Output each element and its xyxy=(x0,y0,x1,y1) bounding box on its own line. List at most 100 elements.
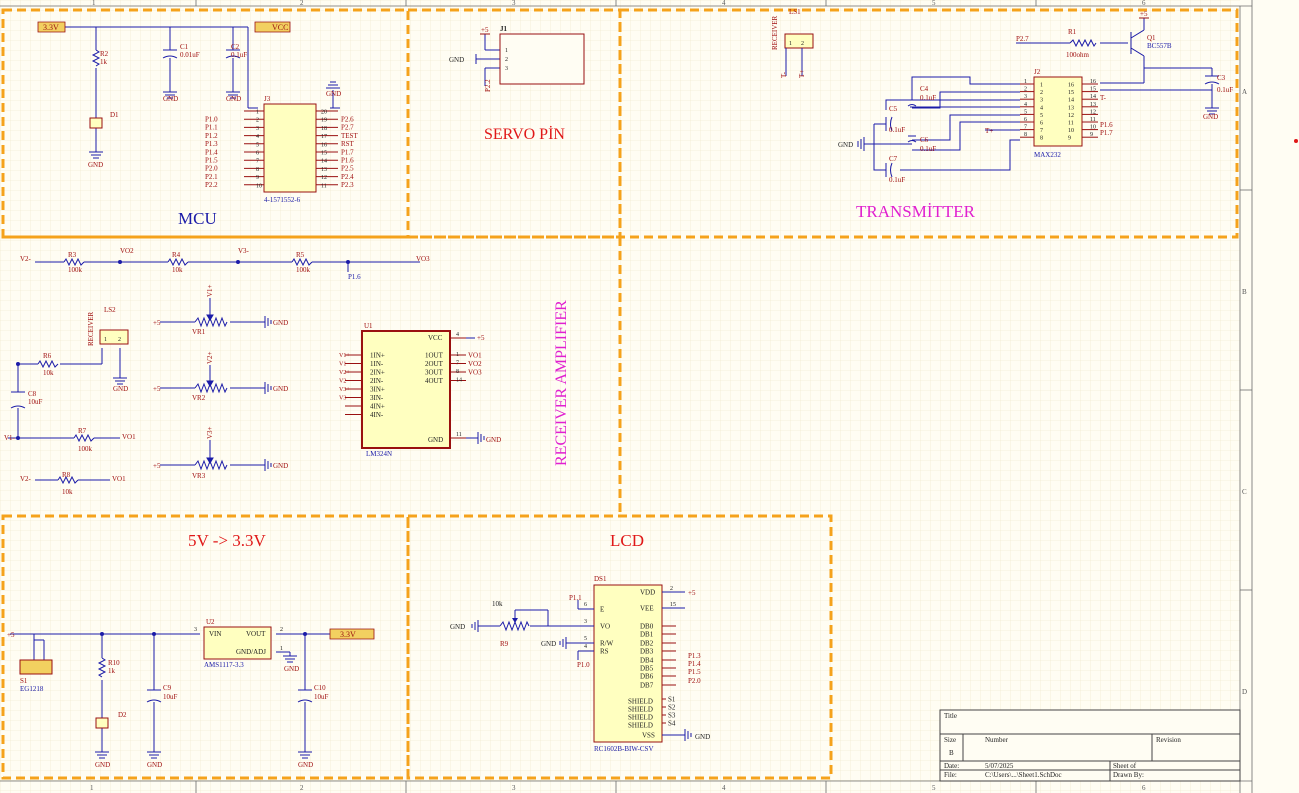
reg-out-port xyxy=(329,628,375,640)
j3-right-net: P1.7 xyxy=(341,148,354,156)
lcd-plus5: +5 xyxy=(688,589,696,597)
zone-right-c: C xyxy=(1242,488,1247,496)
j2-left-pin-label: 6 xyxy=(1040,121,1043,127)
vr3-ref: VR3 xyxy=(192,472,206,480)
vr1-plus5: +5 xyxy=(153,319,161,327)
j3-left-pin-num: 9 xyxy=(256,175,259,181)
j2-left-pin-label: 4 xyxy=(1040,105,1043,111)
j3-part: 4-1571552-6 xyxy=(264,196,301,204)
receiver-section: V2- R3 100k VO2 R4 10k V3- R5 100k P1.6 … xyxy=(4,247,501,496)
u1-right-pin-label: 2OUT xyxy=(425,360,444,368)
c9-val: 10uF xyxy=(163,693,178,701)
j3-left-pin-num: 10 xyxy=(256,183,262,189)
vr1-pot xyxy=(194,314,228,328)
lcd-gnd-rw: GND xyxy=(541,640,556,648)
zone-right-d: D xyxy=(1242,688,1247,696)
j3-left-net: P1.0 xyxy=(205,116,218,124)
j3-right-pin-num: 15 xyxy=(321,151,327,157)
lcd-rs-pin: 4 xyxy=(584,644,587,650)
c2-val: 0.1uF xyxy=(231,51,247,59)
j1-ref: J1 xyxy=(500,25,508,33)
lcd-pins: VDDVEEDB0DB1DB2DB3DB4DB5DB6DB7S1S2S3S4SH… xyxy=(600,589,676,740)
r2-resistor xyxy=(91,49,101,67)
c1-ref: C1 xyxy=(180,43,189,51)
section-title-regulator: 5V -> 3.3V xyxy=(188,531,266,550)
j2-right-pin-num: 16 xyxy=(1090,79,1096,85)
ls1-pin2: 2 xyxy=(801,41,804,47)
rx-vo2: VO2 xyxy=(120,247,134,255)
regulator-section: +5 S1 EG1218 R10 1k D2 C9 10uF U2 AMS111… xyxy=(7,618,375,769)
reg-gnd-u2: GND xyxy=(284,665,299,673)
zone-top-3: 3 xyxy=(512,0,516,7)
j3-left-net: P2.1 xyxy=(205,173,218,181)
u1-right-pin-label: 1OUT xyxy=(425,352,444,360)
rx-vo1-a: VO1 xyxy=(122,433,136,441)
u1-left-pin-label: 4IN- xyxy=(370,411,384,419)
u2-ref: U2 xyxy=(206,618,215,626)
section-title-servo: SERVO PİN xyxy=(484,125,565,143)
j2-left-pin-num: 7 xyxy=(1024,125,1027,131)
zone-top-1: 1 xyxy=(92,0,96,7)
tx-tminus: T- xyxy=(1100,94,1107,102)
lcd-right-pin-label: DB3 xyxy=(640,648,654,656)
tb-drawn-label: Drawn By: xyxy=(1113,771,1144,779)
zone-bottom-5: 5 xyxy=(932,784,936,792)
lcd-section: DS1 RC1602B-BIW-CSV VDDVEEDB0DB1DB2DB3DB… xyxy=(450,575,710,753)
tb-file-label: File: xyxy=(944,771,957,779)
transmitter-box xyxy=(618,8,1239,239)
lcd-shield-pin-num: S3 xyxy=(668,712,676,720)
r1-val: 100ohm xyxy=(1066,51,1090,59)
mcu-gnd-j3: GND xyxy=(326,90,341,98)
rx-r3 xyxy=(63,257,85,267)
j3-left-net: P1.4 xyxy=(205,148,218,156)
c3-val: 0.1uF xyxy=(1217,86,1233,94)
u1-gnd-pin-num: 11 xyxy=(456,432,462,438)
c5-ref: C5 xyxy=(889,105,898,113)
mcu-vcc-label: VCC xyxy=(272,23,288,32)
u1-left-net: V1- xyxy=(339,362,348,368)
q1-part: BC557B xyxy=(1147,42,1172,50)
j1-pin3: 3 xyxy=(505,66,508,72)
rx-v2m-top: V2- xyxy=(20,255,32,263)
vr2-plus5: +5 xyxy=(153,385,161,393)
section-title-receiver: RECEIVER AMPLIFIER xyxy=(553,300,570,466)
vr3-pot xyxy=(194,457,228,471)
j3-right-pin-num: 20 xyxy=(321,110,327,116)
u1-part: LM324N xyxy=(366,450,392,458)
tx-gnd-right: GND xyxy=(1203,113,1218,121)
zone-top-4: 4 xyxy=(722,0,726,7)
j1-connector xyxy=(499,33,585,85)
lcd-right-pin-label: DB2 xyxy=(640,640,654,648)
c2-ref: C2 xyxy=(231,43,240,51)
u1-right-pin-num: 14 xyxy=(456,378,462,384)
u2-gnd: GND/ADJ xyxy=(236,648,266,656)
ds1-ref: DS1 xyxy=(594,575,607,583)
u1-right-net: VO1 xyxy=(468,352,482,360)
lcd-right-pin-label: DB7 xyxy=(640,682,654,690)
rx-vo1-b: VO1 xyxy=(112,475,126,483)
rx-r7-val: 100k xyxy=(78,445,93,453)
zone-top-6: 6 xyxy=(1142,0,1146,7)
reg-gnd-c10: GND xyxy=(298,761,313,769)
zone-right-a: A xyxy=(1242,88,1247,96)
j2-right-pin-num: 9 xyxy=(1090,132,1093,138)
ls1-tplus: T+ xyxy=(798,70,806,78)
tb-revision-label: Revision xyxy=(1156,736,1181,744)
u1-right-net: VO3 xyxy=(468,369,482,377)
u1-left-net: V2- xyxy=(339,379,348,385)
power-port-vcc xyxy=(254,21,291,33)
u1-left-net: V3- xyxy=(339,396,348,402)
j2-left-pin-label: 1 xyxy=(1040,83,1043,89)
r1-resistor xyxy=(1069,38,1097,48)
u1-right-net: VO2 xyxy=(468,360,482,368)
u2-pin3: 3 xyxy=(194,627,197,633)
ls1-receiver: RECEIVER xyxy=(771,15,779,50)
title-block: Title Size B Number Revision Date: 5/07/… xyxy=(939,709,1241,782)
vr1-net: V1+ xyxy=(206,284,214,297)
r10-val: 1k xyxy=(108,667,116,675)
u1-plus5: +5 xyxy=(477,334,485,342)
zone-bottom-2: 2 xyxy=(300,784,304,792)
rx-r8-ref: R8 xyxy=(62,471,71,479)
j3-right-net: TEST xyxy=(341,132,358,140)
u1-left-net: V3+ xyxy=(339,387,350,393)
